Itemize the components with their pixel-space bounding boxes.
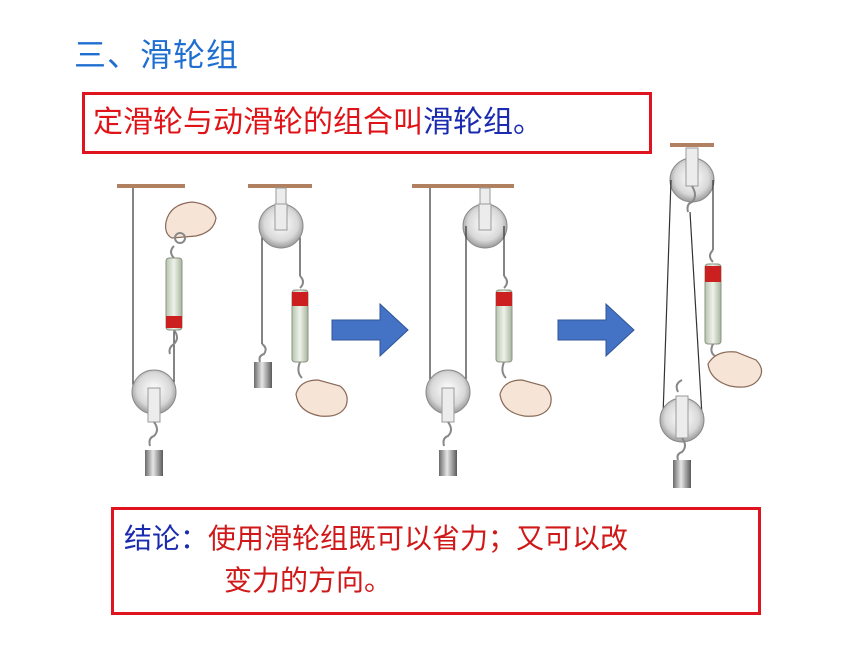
rope [662,179,672,417]
pulley-frame [147,387,161,423]
hand-icon [707,351,763,388]
figure-movable-pulley [117,184,217,476]
hook-icon [297,361,303,379]
pulley-bracket [479,187,491,207]
definition-period: 。 [513,105,543,140]
hook-icon [503,275,508,289]
hook-icon [258,343,267,363]
rope [689,211,703,417]
hook-icon [676,437,686,461]
hand-icon [295,379,348,417]
hook-icon [148,421,158,447]
hand-icon [165,201,217,239]
ceiling-bar [670,143,714,147]
hand-icon [499,379,552,417]
arrow-right-icon [557,302,635,358]
figure-pulley-block-b [659,143,763,488]
pulley-frame [478,203,492,231]
definition-text: 定滑轮与动滑轮的组合叫 [93,105,423,140]
ceiling-bar [412,184,514,188]
hook-icon [686,185,696,213]
hook-icon [710,343,716,357]
scale-red-band [292,292,308,306]
hook-icon [675,379,683,393]
hook-icon [709,249,714,263]
conclusion-line1: 使用滑轮组既可以省力；又可以改 [208,522,629,555]
figure-pulley-block-a [412,184,552,476]
scale-red-band [166,316,182,328]
pulley-bracket [275,187,287,207]
definition-box: 定滑轮与动滑轮的组合叫滑轮组。 [82,92,652,154]
ceiling-bar [248,184,312,188]
weight-icon [439,450,457,476]
hook-icon [299,275,304,289]
weight-icon [145,450,163,476]
pulley-frame [685,147,699,187]
figure-fixed-pulley [248,184,348,417]
weight-icon [254,362,272,388]
weight-icon [673,460,691,488]
definition-highlight: 滑轮组 [423,105,513,140]
conclusion-line2: 变力的方向。 [224,564,393,597]
pulley-frame [675,395,689,439]
hook-icon [170,245,175,259]
arrow-right-icon [331,302,409,358]
pulley-frame [274,203,288,231]
hook-icon [501,361,507,379]
ring-icon [174,232,186,244]
conclusion-box: 结论：使用滑轮组既可以省力；又可以改 变力的方向。 [111,507,761,615]
scale-red-band [496,292,512,306]
scale-red-band [705,266,721,282]
conclusion-label: 结论： [124,522,209,555]
pulley-frame [441,387,455,423]
section-heading: 三、滑轮组 [74,36,240,74]
ceiling-bar [117,184,185,188]
hook-icon [168,329,178,355]
hook-icon [442,421,452,447]
